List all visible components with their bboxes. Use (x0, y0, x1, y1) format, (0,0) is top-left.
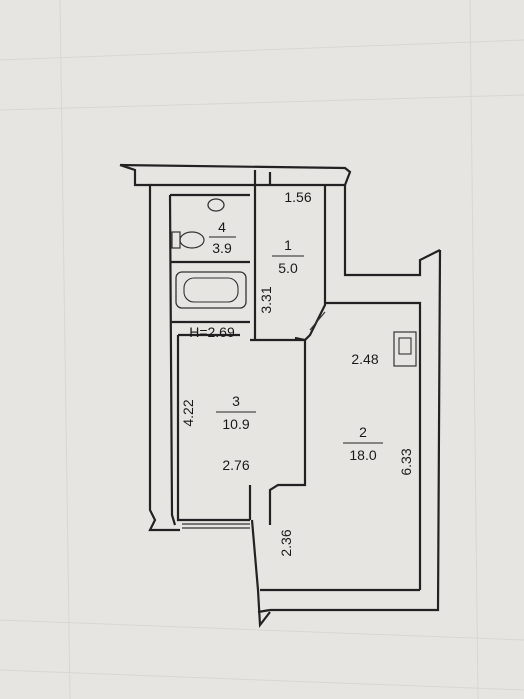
toilet-icon (171, 231, 205, 249)
room-1-label: 1 5.0 (272, 237, 304, 276)
room-2-label: 2 18.0 (343, 424, 383, 463)
room-labels: 4 3.9 1 5.0 3 10.9 2 18.0 (209, 219, 383, 463)
room-3-id: 3 (232, 393, 240, 409)
room-4-id: 4 (218, 219, 226, 235)
room-2-id: 2 (359, 424, 367, 440)
room-2-area: 18.0 (349, 447, 376, 463)
corridor-length-dim: 3.31 (258, 286, 274, 313)
room-3-area: 10.9 (222, 416, 249, 432)
stove-icon (393, 331, 417, 367)
bathtub-icon (175, 271, 247, 309)
loggia-length-dim: 2.36 (278, 529, 294, 556)
room-1-id: 1 (284, 237, 292, 253)
walls (119, 163, 442, 629)
sink-icon (207, 198, 225, 212)
room-4-label: 4 3.9 (209, 219, 236, 256)
dimension-labels: 1.56 3.31 H=2.69 2.48 6.33 4.22 2.76 2.3… (180, 189, 414, 557)
kitchen-width-dim: 2.48 (351, 351, 378, 367)
ceiling-height: H=2.69 (189, 324, 235, 340)
corridor-width-dim: 1.56 (284, 189, 311, 205)
kitchen-length-dim: 6.33 (398, 448, 414, 475)
room-height-dim: 4.22 (180, 399, 196, 426)
room-1-area: 5.0 (278, 260, 298, 276)
room-4-area: 3.9 (212, 240, 232, 256)
room-width-dim: 2.76 (222, 457, 249, 473)
fixtures (171, 198, 417, 367)
room-3-label: 3 10.9 (216, 393, 256, 432)
